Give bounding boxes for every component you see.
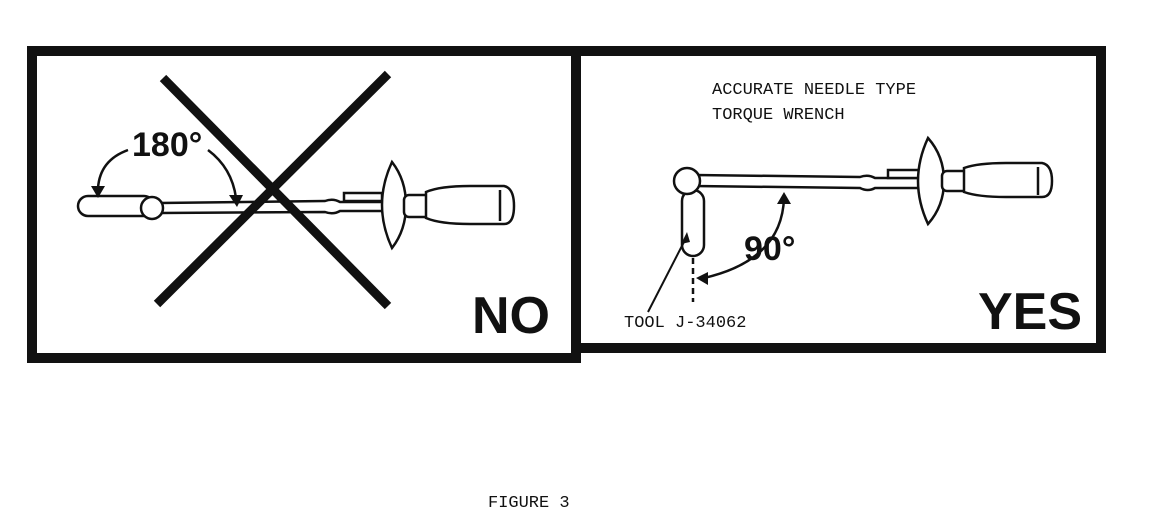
no-arrowheads [91,186,243,207]
yes-tool-leader-head [681,232,690,244]
tool-label: TOOL J-34062 [624,314,747,333]
no-wrench-assembly [76,159,516,251]
yes-drive-ball [672,166,702,196]
no-angle-arc-left [96,148,129,189]
yes-angle-arc [703,197,786,280]
no-dial-dome [380,159,408,251]
yes-verdict-label: YES [978,283,1083,341]
yes-wrench-assembly [672,135,1054,258]
yes-angle-label: 90° [744,230,796,268]
yes-handle [962,161,1054,199]
no-cross-stroke-2 [153,70,392,308]
no-drive-ball [139,195,165,221]
yes-dial-dome [916,135,946,227]
no-angle-arrows [96,148,238,199]
yes-tool-extension [680,188,706,258]
no-cross-mark [153,70,392,310]
no-verdict-label: NO [472,287,550,345]
no-angle-label: 180° [132,126,203,164]
no-arrowhead-right [229,195,243,207]
figure-caption: FIGURE 3 [488,494,570,513]
yes-tool-leader [647,237,687,313]
yes-panel [571,46,1106,353]
wrench-label-line2: TORQUE WRENCH [712,106,845,125]
yes-arrowhead-up [777,192,791,204]
no-angle-arc-right [207,149,238,199]
wrench-label-line1: ACCURATE NEEDLE TYPE [712,81,917,100]
yes-wrench-beam [693,173,922,192]
no-arrowhead-left [91,186,105,198]
no-handle [424,184,516,226]
no-scale-plate [342,191,384,203]
yes-arrowhead-left [696,272,708,285]
